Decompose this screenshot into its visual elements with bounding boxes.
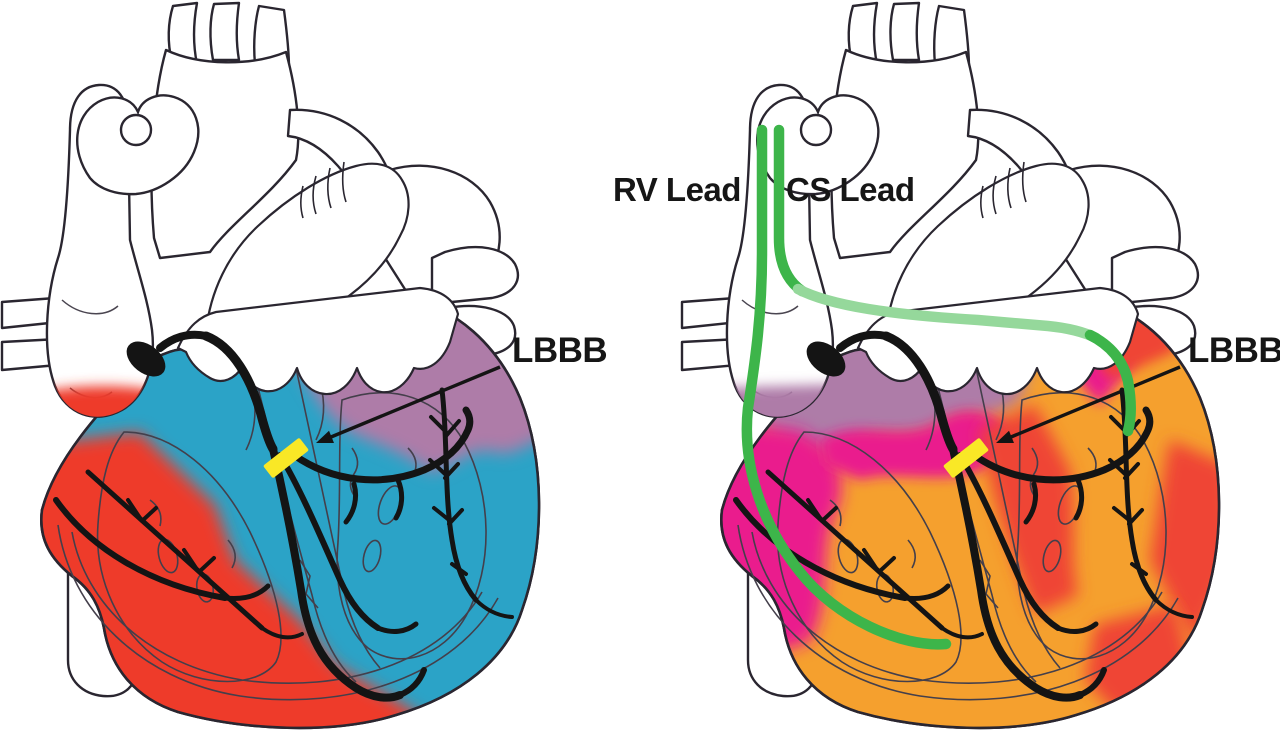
cs-lead-line-end [1084, 329, 1136, 437]
lbbb-label: LBBB [512, 331, 607, 370]
rv-lead-label: RV Lead [613, 171, 741, 208]
cs-lead-label: CS Lead [786, 171, 915, 208]
rv-lead-line [741, 124, 952, 650]
lbbb-label: LBBB [1188, 331, 1280, 370]
left-heart-panel: LBBB [0, 1, 608, 730]
cs-lead-line-mid [792, 283, 1102, 344]
right-heart-panel: LBBB [680, 1, 1280, 730]
region-red-septal [980, 405, 1078, 615]
